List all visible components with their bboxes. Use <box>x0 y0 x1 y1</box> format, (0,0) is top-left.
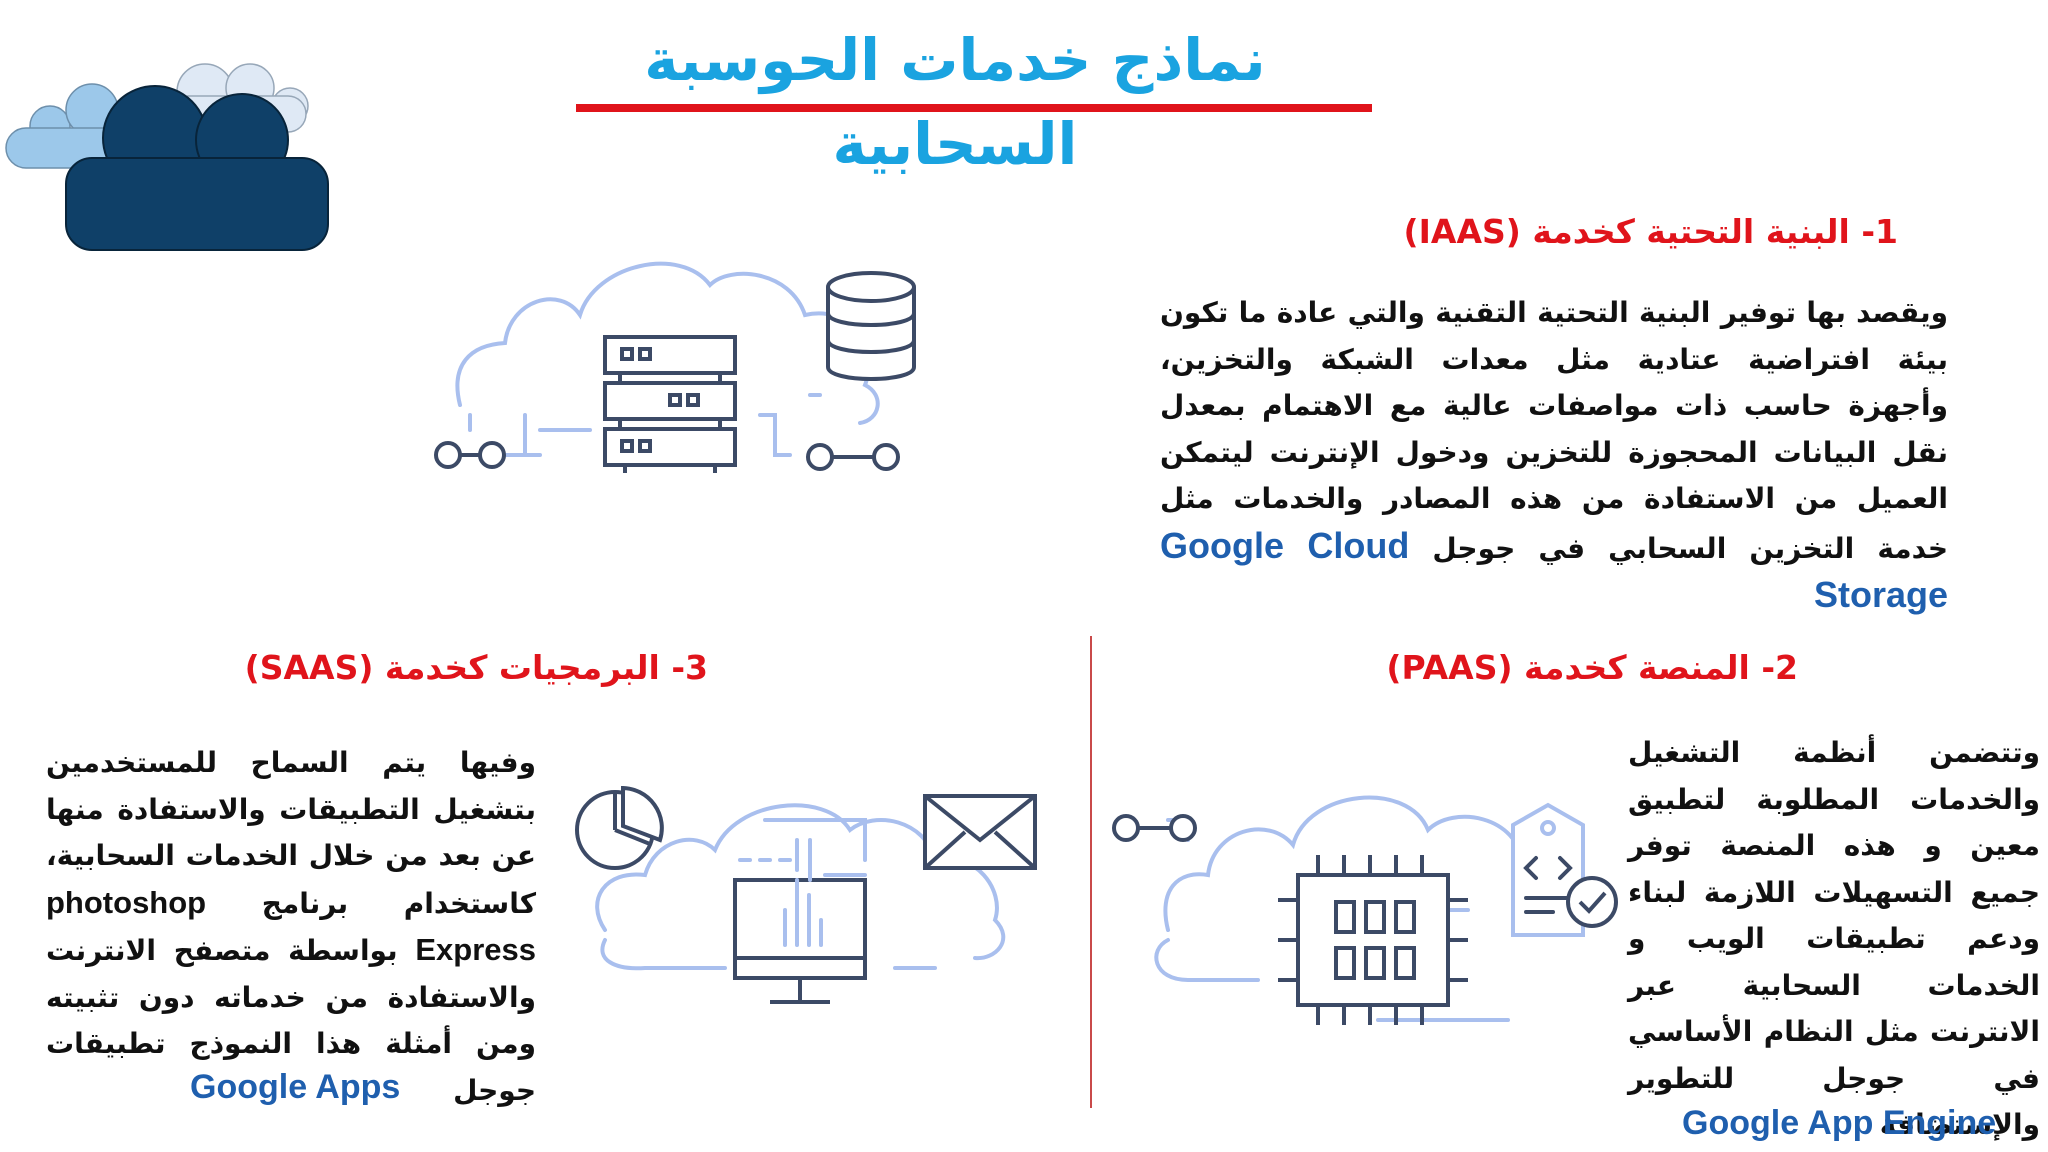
iaas-body: ويقصد بها توفير البنية التحتية التقنية و… <box>1160 290 1948 622</box>
saas-heading: 3- البرمجيات كخدمة (SAAS) <box>244 648 708 687</box>
saas-example: Google Apps <box>190 1068 401 1106</box>
iaas-body-text: ويقصد بها توفير البنية التحتية التقنية و… <box>1160 296 1948 565</box>
cloud-chip-code-tag-icon <box>1112 795 1618 1025</box>
saas-body-after: بواسطة متصفح الانترنت والاستفادة من خدما… <box>46 934 536 1107</box>
title-underline <box>576 104 1372 112</box>
paas-example: Google App Engine <box>1682 1104 1997 1142</box>
cloud-monitor-chart-mail-icon <box>575 785 1037 1004</box>
saas-body-before: وفيها يتم السماح للمستخدمين بتشغيل التطب… <box>46 746 536 920</box>
iaas-heading: 1- البنية التحتية كخدمة (IAAS) <box>1403 212 1898 251</box>
page-title: نماذج خدمات الحوسبة السحابية <box>644 26 1266 178</box>
saas-body: وفيها يتم السماح للمستخدمين بتشغيل التطب… <box>46 740 536 1114</box>
cloud-server-database-icon <box>434 261 916 473</box>
paas-heading: 2- المنصة كخدمة (PAAS) <box>1386 648 1798 687</box>
paas-body: وتتضمن أنظمة التشغيل والخدمات المطلوبة ل… <box>1628 736 2040 1141</box>
clouds-logo-icon <box>5 63 329 251</box>
iaas-example: Google Cloud Storage <box>1160 524 1948 616</box>
dark-blue-cloud-icon <box>65 85 329 251</box>
vertical-divider <box>1090 636 1092 1108</box>
saas-product: photoshop Express <box>46 884 536 968</box>
